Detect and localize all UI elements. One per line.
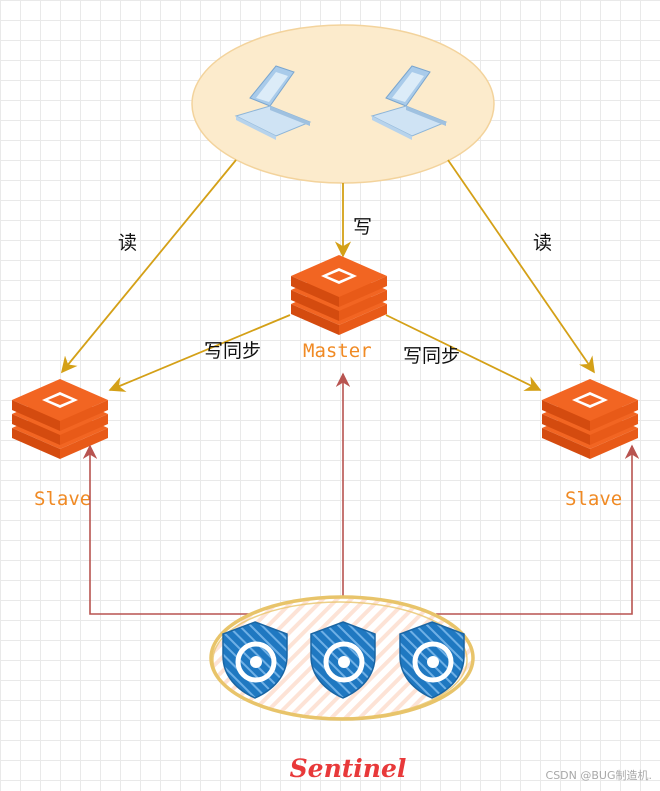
client-group — [191, 24, 495, 184]
read-label-left: 读 — [118, 232, 137, 254]
redis-master-icon — [291, 255, 387, 335]
sync-label-left: 写同步 — [204, 340, 261, 362]
monitor-arrow-left — [82, 444, 250, 615]
sync-label-right: 写同步 — [403, 345, 460, 367]
master-label: Master — [303, 340, 372, 362]
sentinel-label: Sentinel — [290, 754, 407, 783]
sentinel-group-sketch — [212, 601, 468, 719]
sync-arrow-left — [108, 314, 291, 392]
read-arrow-left — [60, 159, 237, 374]
write-label: 写 — [353, 216, 372, 238]
sync-arrow-right — [385, 314, 542, 391]
slave-label-left: Slave — [34, 488, 91, 510]
read-label-right: 读 — [533, 232, 552, 254]
slave-label-right: Slave — [565, 488, 622, 510]
monitor-arrow-right — [436, 444, 640, 615]
read-arrow-right — [447, 159, 595, 374]
watermark: CSDN @BUG制造机. — [545, 769, 652, 782]
redis-slave-icon — [12, 379, 108, 459]
redis-slave-icon — [542, 379, 638, 459]
